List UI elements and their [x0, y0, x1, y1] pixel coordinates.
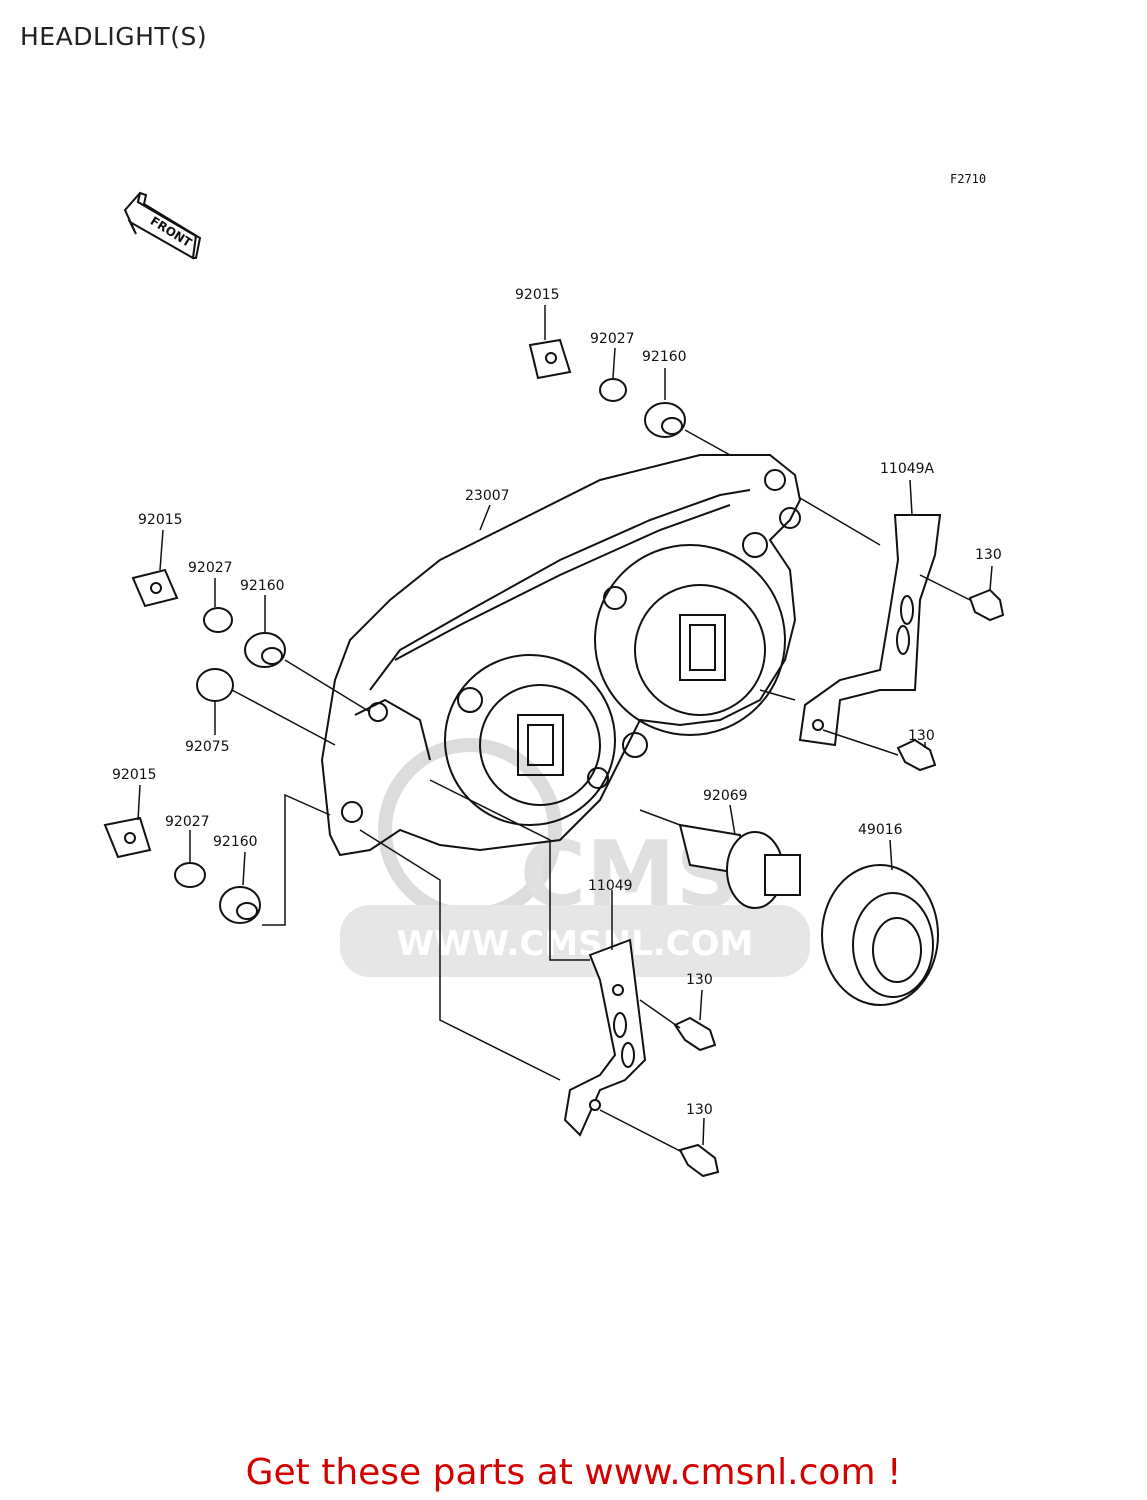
part-label[interactable]: 92160 [642, 349, 687, 365]
figure-code: F2710 [950, 172, 987, 186]
left-small-parts [103, 568, 286, 924]
part-label[interactable]: 23007 [465, 488, 510, 504]
page-title: HEADLIGHT(S) [20, 22, 208, 51]
part-label[interactable]: 11049 [588, 878, 633, 894]
part-label[interactable]: 130 [686, 972, 713, 988]
part-label[interactable]: 92160 [213, 834, 258, 850]
part-label[interactable]: 92015 [112, 767, 157, 783]
upper-small-parts [528, 338, 686, 438]
part-label[interactable]: 92027 [165, 814, 210, 830]
part-label[interactable]: 92075 [185, 739, 230, 755]
part-label[interactable]: 49016 [858, 822, 903, 838]
part-label[interactable]: 92027 [188, 560, 233, 576]
part-label[interactable]: 130 [908, 728, 935, 744]
part-label[interactable]: 92027 [590, 331, 635, 347]
part-label[interactable]: 130 [975, 547, 1002, 563]
right-brackets [563, 514, 1005, 1178]
headlight-assembly [320, 454, 802, 857]
part-label[interactable]: 130 [686, 1102, 713, 1118]
part-label[interactable]: 92015 [515, 287, 560, 303]
footer-link[interactable]: Get these parts at www.cmsnl.com ! [245, 1452, 902, 1493]
watermark: CMS WWW.CMSNL.COM [340, 738, 810, 977]
watermark-url: WWW.CMSNL.COM [397, 924, 754, 964]
leader-lines [137, 305, 993, 1153]
front-arrow: FRONT [123, 191, 202, 260]
part-label[interactable]: 92069 [703, 788, 748, 804]
part-label[interactable]: 92160 [240, 578, 285, 594]
part-label[interactable]: 92015 [138, 512, 183, 528]
part-label[interactable]: 11049A [880, 461, 935, 477]
